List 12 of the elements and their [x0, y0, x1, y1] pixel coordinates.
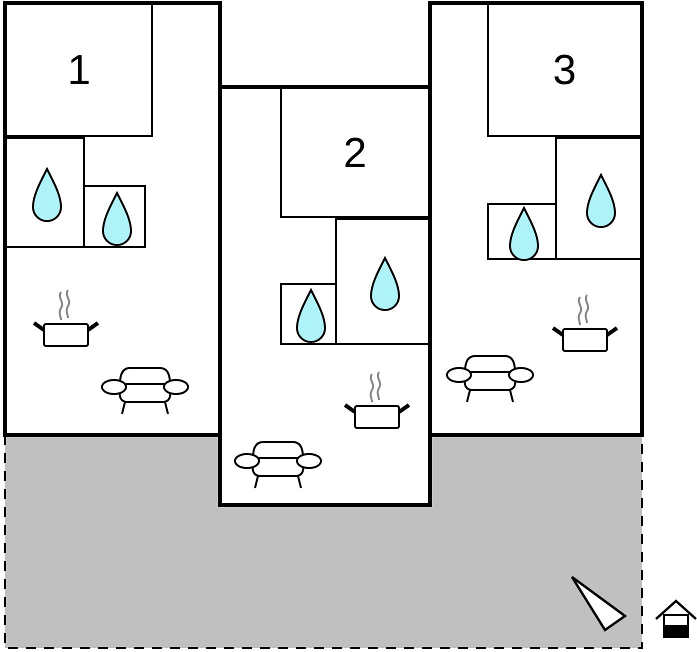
bedroom-box [280, 87, 430, 218]
bathroom-box [555, 137, 642, 260]
bedroom-box [5, 3, 153, 137]
bathroom-box [280, 283, 337, 345]
bathroom-box [487, 203, 557, 260]
bedroom-box [487, 3, 642, 137]
bathroom-box [83, 185, 146, 248]
room-number: 2 [343, 132, 367, 174]
bathroom-box [5, 137, 85, 248]
room-number: 1 [67, 49, 91, 91]
room-number: 3 [552, 49, 576, 91]
bathroom-box [335, 218, 430, 345]
